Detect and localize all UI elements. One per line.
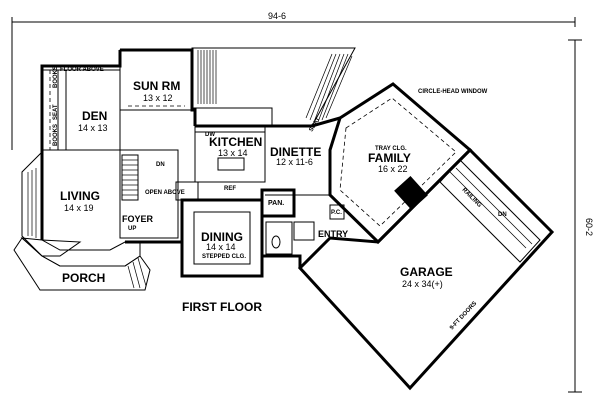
sun-room: SUN RM 13 x 12 bbox=[119, 49, 193, 111]
living-size: 14 x 19 bbox=[64, 203, 94, 213]
den-seat: SEAT bbox=[53, 104, 59, 120]
dining-size: 14 x 14 bbox=[206, 242, 236, 252]
foyer-stair: DN OPEN ABOVE UP FOYER bbox=[119, 149, 185, 239]
dining-ceiling-note: STEPPED CLG. bbox=[202, 254, 246, 260]
den-name: DEN bbox=[82, 109, 107, 123]
entry-name: ENTRY bbox=[318, 229, 348, 239]
family-size: 16 x 22 bbox=[378, 164, 408, 174]
family-room: TRAY CLG. FAMILY 16 x 22 CIRCLE-HEAD WIN… bbox=[328, 82, 488, 245]
service-rooms: PAN. P.C. ENTRY bbox=[260, 188, 348, 255]
kitchen-room: DW REF KITCHEN 13 x 14 bbox=[175, 125, 266, 201]
den-room: FLOOR ABOVE BOOKS SEAT BOOKS DEN 14 x 13 bbox=[41, 66, 121, 151]
kitchen-name: KITCHEN bbox=[209, 135, 262, 149]
sun-room-size: 13 x 12 bbox=[143, 93, 173, 103]
sun-room-name: SUN RM bbox=[133, 79, 180, 93]
open-above-label: OPEN ABOVE bbox=[145, 190, 185, 196]
pc-label: P.C. bbox=[331, 210, 342, 216]
dining-room: DINING 14 x 14 STEPPED CLG. bbox=[180, 198, 264, 278]
kitchen-size: 13 x 14 bbox=[218, 148, 248, 158]
garage-stair-down-label: DN bbox=[498, 212, 507, 218]
deck-hatch bbox=[197, 50, 353, 123]
overall-width-dimension: 94-6 bbox=[11, 11, 576, 150]
overall-depth-dimension: 60-2 bbox=[568, 39, 594, 393]
floor-above-note: FLOOR ABOVE bbox=[60, 67, 104, 73]
pantry-name: PAN. bbox=[268, 200, 284, 207]
circle-head-window-note: CIRCLE-HEAD WINDOW bbox=[418, 89, 488, 95]
fireplace bbox=[394, 175, 428, 211]
garage-size: 24 x 34(+) bbox=[402, 279, 443, 289]
porch-area: PORCH bbox=[13, 237, 151, 291]
den-books-top: BOOKS bbox=[53, 66, 59, 88]
dining-name: DINING bbox=[201, 230, 243, 244]
garage-name: GARAGE bbox=[400, 265, 453, 279]
family-name: FAMILY bbox=[368, 151, 411, 165]
living-name: LIVING bbox=[60, 189, 100, 203]
up-label: UP bbox=[128, 226, 136, 232]
stair-down-label: DN bbox=[156, 162, 165, 168]
dinette-room: SEAT DINETTE 12 x 11-6 bbox=[265, 116, 341, 196]
foyer-name: FOYER bbox=[122, 214, 154, 224]
den-books-bottom: BOOKS bbox=[53, 124, 59, 146]
floor-label: FIRST FLOOR bbox=[182, 300, 262, 314]
deck-area bbox=[191, 47, 356, 127]
overall-width-label: 94-6 bbox=[268, 11, 286, 21]
garage-room: RAILING DN GARAGE 24 x 34(+) 9-FT DOORS bbox=[297, 147, 555, 391]
overall-depth-label: 60-2 bbox=[584, 218, 594, 236]
porch-name: PORCH bbox=[62, 271, 105, 285]
living-room: LIVING 14 x 19 bbox=[21, 149, 121, 257]
ref-label: REF bbox=[224, 186, 236, 192]
family-ceiling-note: TRAY CLG. bbox=[375, 146, 407, 152]
dishwasher-label: DW bbox=[205, 132, 215, 138]
den-size: 14 x 13 bbox=[78, 123, 108, 133]
dinette-name: DINETTE bbox=[270, 145, 321, 159]
dinette-size: 12 x 11-6 bbox=[276, 157, 313, 167]
